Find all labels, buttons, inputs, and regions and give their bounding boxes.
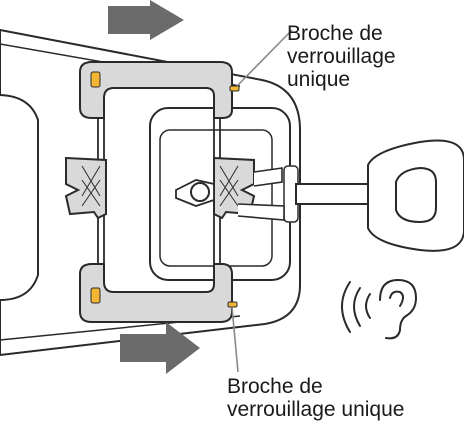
left-buckle-crosshatch — [81, 165, 101, 207]
left-pin-bottom — [90, 287, 101, 304]
center-connector-knob — [190, 182, 210, 202]
lower-strap — [237, 203, 285, 221]
left-pin-top — [90, 71, 101, 88]
ear-sound-icon — [341, 278, 418, 340]
handle-arm — [295, 183, 379, 205]
seat-cushion — [0, 94, 39, 301]
callout-locking-pin-bottom: Broche de verrouillage unique — [227, 375, 405, 421]
left-strap-buckle — [64, 156, 107, 220]
leader-line-bottom — [231, 306, 239, 373]
upper-strap — [253, 167, 283, 187]
leader-line-top — [236, 29, 293, 87]
arrow-right-icon — [120, 322, 200, 374]
locking-pin-top — [229, 85, 240, 92]
locking-pin-bottom — [227, 301, 238, 308]
arrow-right-icon — [108, 0, 184, 40]
handle-grip-hole — [395, 166, 437, 224]
callout-locking-pin-top: Broche de verrouillage unique — [287, 22, 396, 91]
frame-top-bar — [79, 61, 233, 119]
right-buckle-crosshatch — [219, 165, 239, 207]
